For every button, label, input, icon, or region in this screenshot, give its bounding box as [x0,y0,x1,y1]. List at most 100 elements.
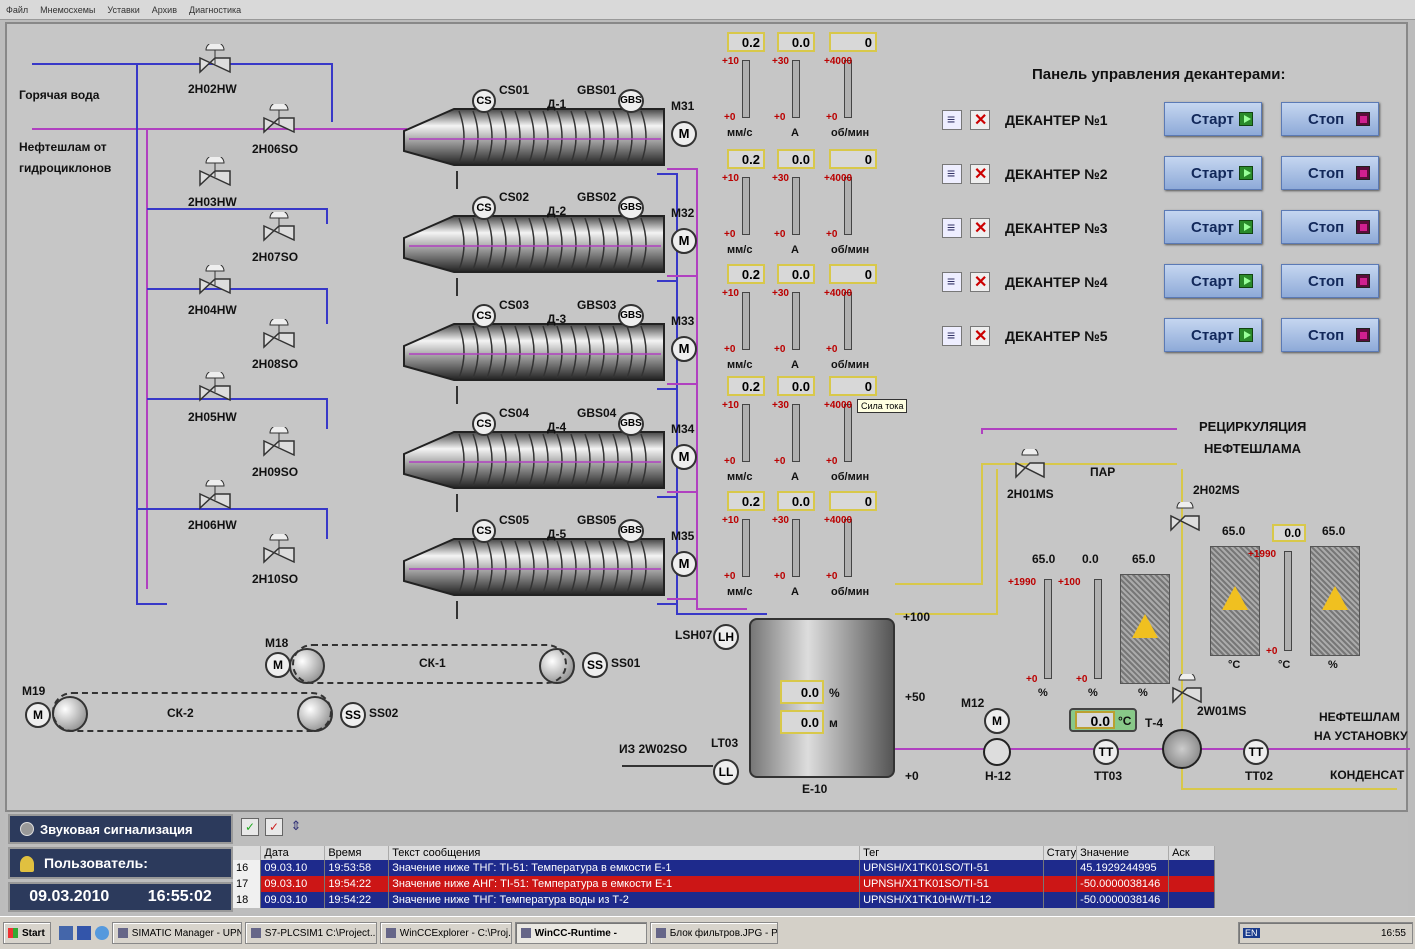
start-button[interactable]: Start [3,922,51,944]
sort-icon[interactable]: ⇕ [290,818,302,833]
start-button-1[interactable]: Старт [1164,102,1262,136]
gauge-top-4-2: +30 [772,400,789,411]
start-button-2[interactable]: Старт [1164,156,1262,190]
motor-5[interactable]: M [671,551,697,577]
valve-2h05hw[interactable] [196,369,234,406]
valve-2w01ms[interactable] [1169,674,1205,708]
valve-2h02hw[interactable] [196,41,234,78]
alarm-header-1[interactable]: Дата [260,846,326,860]
alarm-header-7[interactable]: Аск [1168,846,1215,860]
valve-2h10so[interactable] [260,531,298,568]
desktop-icon[interactable] [58,926,73,940]
menu-diagnostics[interactable]: Диагностика [188,4,242,15]
sound-alarm-button[interactable]: Звуковая сигнализация [8,814,233,844]
user-box[interactable]: Пользователь: [8,847,233,879]
valve-2h08so[interactable] [260,316,298,353]
clock[interactable]: 16:55 [1380,927,1406,939]
lang-indicator[interactable]: EN [1243,928,1260,938]
motor-3[interactable]: M [671,336,697,362]
gbs-sensor-3[interactable]: GBS [618,304,644,328]
sensor-ss01[interactable]: SS [582,652,608,678]
cs-sensor-1[interactable]: CS [472,89,496,113]
fault-icon[interactable] [970,110,990,130]
alarm-header-0[interactable] [233,846,262,860]
settings-icon[interactable] [942,326,962,346]
valve-2h01ms[interactable] [1012,449,1048,483]
settings-icon[interactable] [942,218,962,238]
alarm-ack[interactable] [1168,860,1215,876]
pump-icon[interactable] [983,738,1011,766]
system-tray: EN 16:55 [1238,922,1413,944]
gbs-sensor-1[interactable]: GBS [618,89,644,113]
motor-4[interactable]: M [671,444,697,470]
valve-2h07so[interactable] [260,209,298,246]
valve-2h09so[interactable] [260,424,298,461]
motor-m12[interactable]: M [984,708,1010,734]
valve-2h03hw[interactable] [196,154,234,191]
stop-button-3[interactable]: Стоп [1281,210,1379,244]
sensor-ss02[interactable]: SS [340,702,366,728]
alarm-header-2[interactable]: Время [324,846,390,860]
cs-sensor-4[interactable]: CS [472,412,496,436]
settings-icon[interactable] [942,110,962,130]
motor-m19[interactable]: M [25,702,51,728]
cs-sensor-5[interactable]: CS [472,519,496,543]
alarm-header-6[interactable]: Значение [1076,846,1170,860]
alarm-header-3[interactable]: Текст сообщения [388,846,861,860]
valve-2h04hw[interactable] [196,262,234,299]
gbs-sensor-5[interactable]: GBS [618,519,644,543]
gauge-bot-4-1: +0 [724,456,736,467]
valve-2h06so[interactable] [260,101,298,138]
valve-2h02ms[interactable] [1167,502,1203,536]
menu-archive[interactable]: Архив [151,4,177,15]
decanter-control-name: ДЕКАНТЕР №4 [1005,274,1108,290]
menu-file[interactable]: Файл [6,4,29,15]
motor-m18[interactable]: M [265,652,291,678]
cs-sensor-3[interactable]: CS [472,304,496,328]
stop-button-4[interactable]: Стоп [1281,264,1379,298]
tank-height-unit: м [829,716,838,730]
start-button-4[interactable]: Старт [1164,264,1262,298]
heat-g3-value: 65.0 [1132,552,1156,566]
settings-icon[interactable] [942,164,962,184]
motor-2[interactable]: M [671,228,697,254]
stop-button-5[interactable]: Стоп [1281,318,1379,352]
valve-2h06hw[interactable] [196,477,234,514]
taskbar-item-1[interactable]: SIMATIC Manager - UPNSH [111,922,242,944]
menu-mnemo[interactable]: Мнемосхемы [40,4,96,15]
fault-icon[interactable] [970,272,990,292]
gbs-sensor-4[interactable]: GBS [618,412,644,436]
taskbar-item-5[interactable]: Блок фильтров.JPG - P... [649,922,778,944]
sensor-tt03[interactable]: TT [1093,739,1119,765]
save-icon[interactable] [76,926,91,940]
menu-setpoints[interactable]: Уставки [107,4,140,15]
start-button-3[interactable]: Старт [1164,210,1262,244]
settings-icon[interactable] [942,272,962,292]
ie-icon[interactable] [94,926,109,940]
cs-sensor-2[interactable]: CS [472,196,496,220]
ack-all-icon[interactable]: ✓ [265,818,283,836]
start-button-5[interactable]: Старт [1164,318,1262,352]
taskbar-item-2[interactable]: S7-PLCSIM1 C:\Project... [244,922,377,944]
fault-icon[interactable] [970,164,990,184]
gbs-sensor-2[interactable]: GBS [618,196,644,220]
stop-button-2[interactable]: Стоп [1281,156,1379,190]
actuator-icon [205,154,225,164]
ack-icon[interactable]: ✓ [241,818,259,836]
fault-icon[interactable] [970,326,990,346]
fault-icon[interactable] [970,218,990,238]
alarm-ack[interactable] [1168,876,1215,892]
taskbar-item-3[interactable]: WinCCExplorer - C:\Proj... [379,922,512,944]
sensor-tt02[interactable]: TT [1243,739,1269,765]
motor-1[interactable]: M [671,121,697,147]
sensor-lsh07[interactable]: LH [713,624,739,650]
alarm-header-4[interactable]: Тег [859,846,1044,860]
stop-button-1[interactable]: Стоп [1281,102,1379,136]
sensor-lt03[interactable]: LL [713,759,739,785]
alarm-ack[interactable] [1168,892,1215,908]
alarm-header-5[interactable]: Стату [1043,846,1078,860]
taskbar-item-4[interactable]: WinCC-Runtime - [514,922,647,944]
